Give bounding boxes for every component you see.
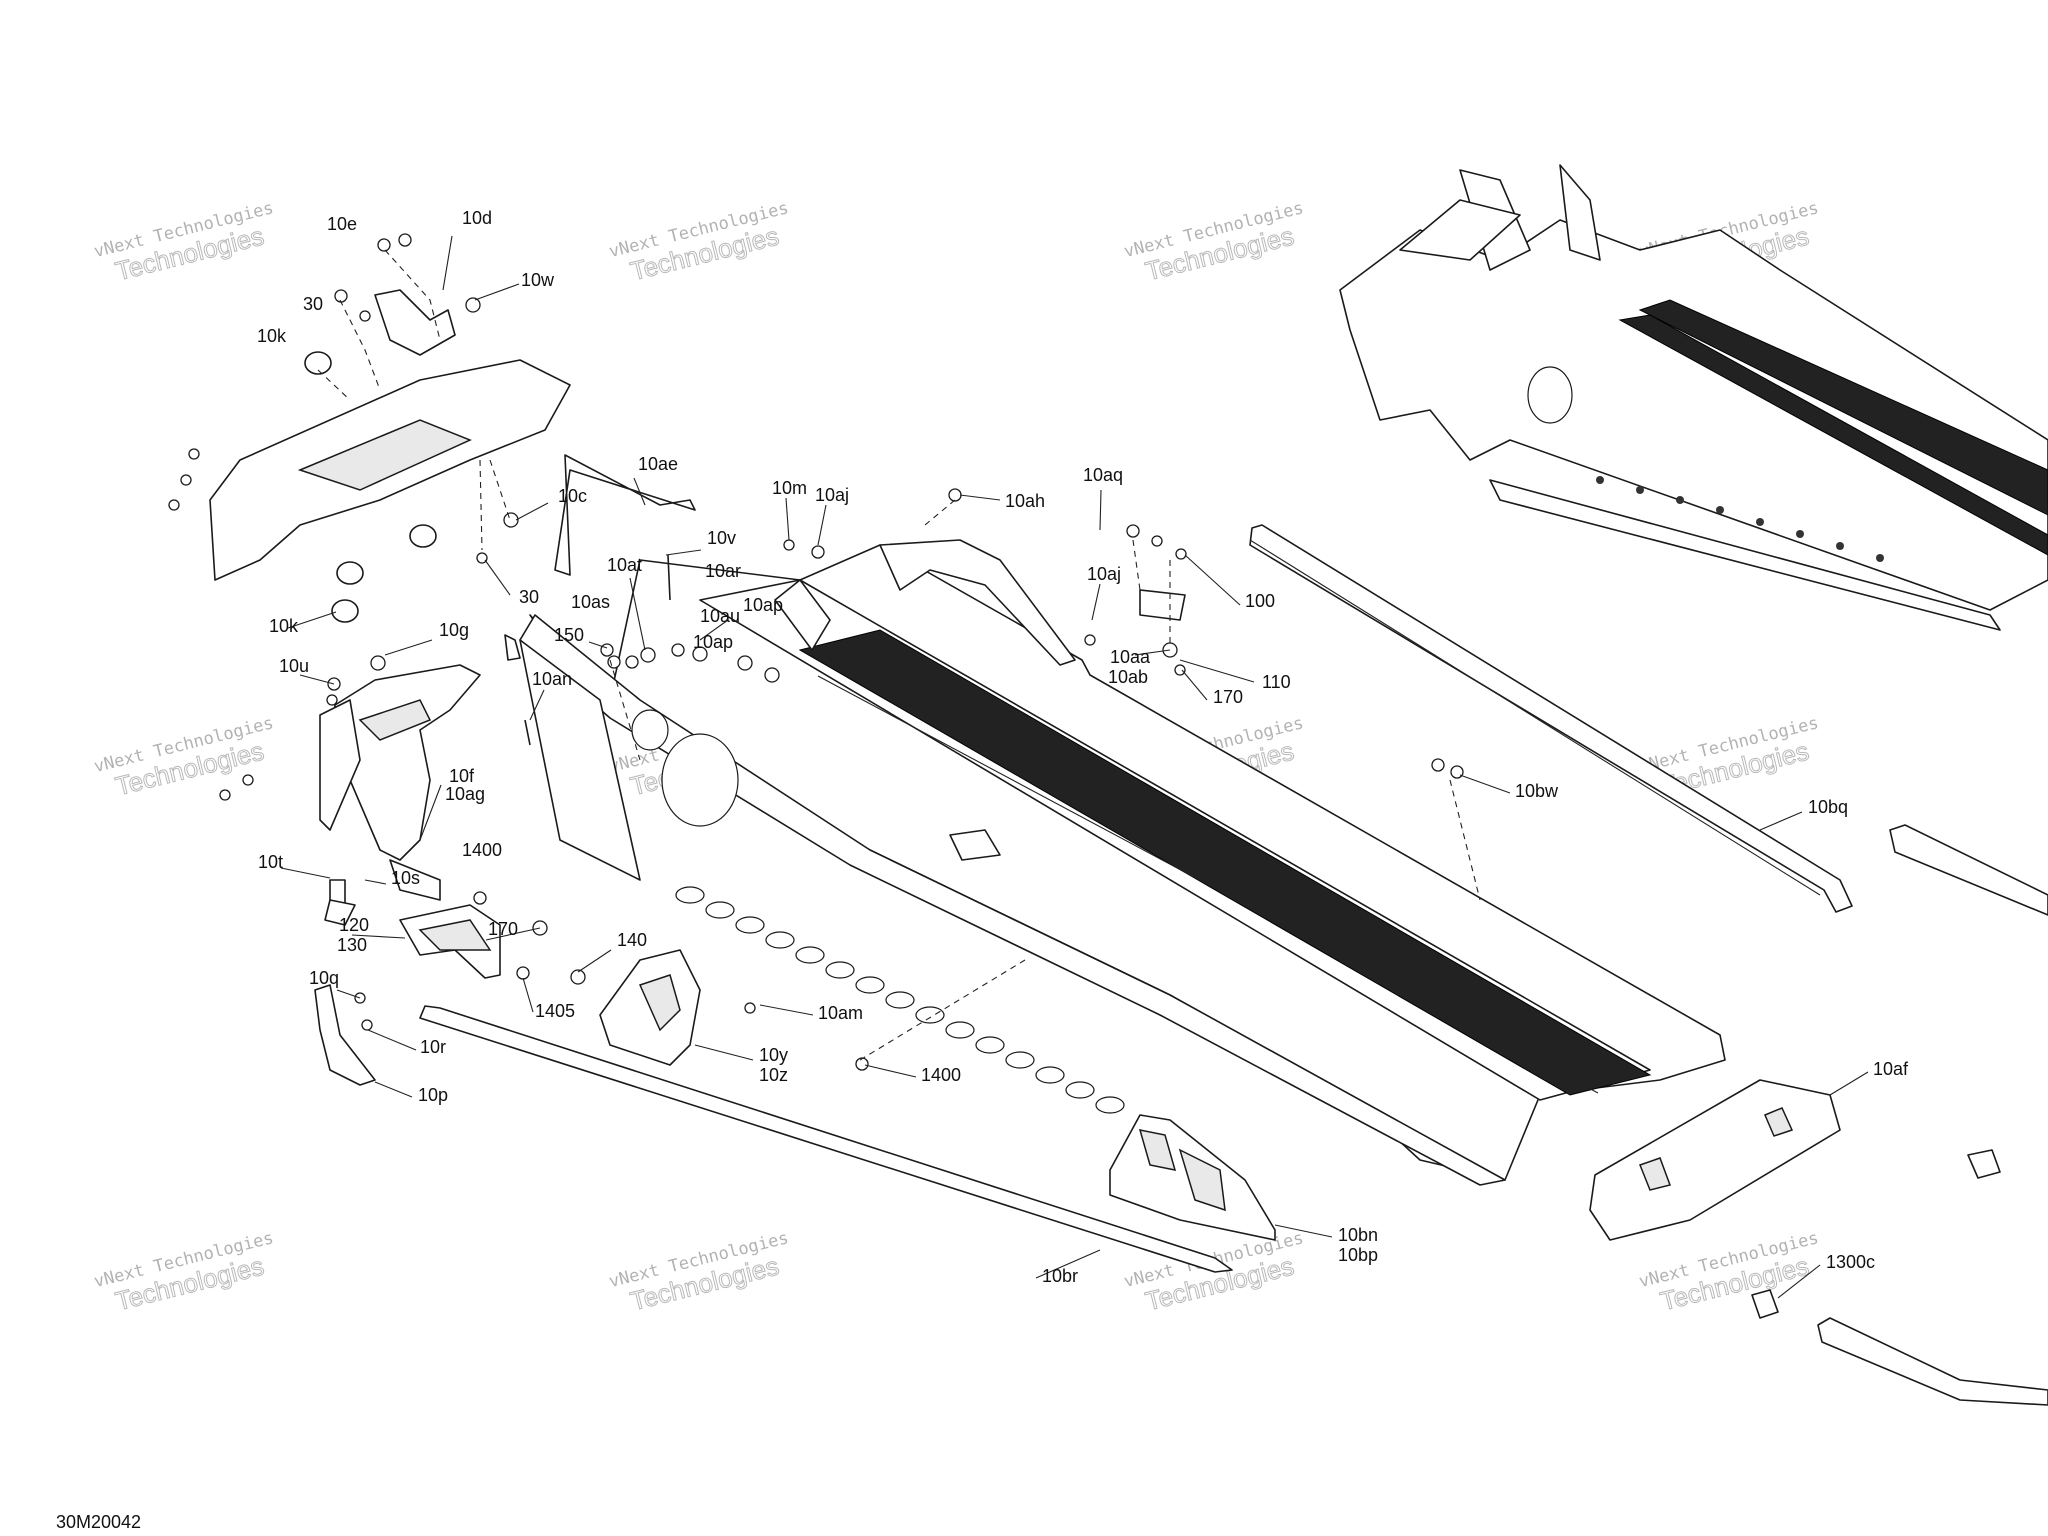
callout-10am: 10am: [818, 1003, 863, 1023]
bracket-10p: [314, 984, 376, 1086]
footrest-130: [399, 904, 501, 979]
callout-1400: 1400: [462, 840, 502, 860]
callout-10bn: 10bn: [1338, 1225, 1378, 1245]
callout-30: 30: [303, 294, 323, 314]
callout-10aa: 10aa: [1110, 647, 1151, 667]
running-board-10br: [419, 1005, 1233, 1273]
callout-10s: 10s: [391, 868, 420, 888]
center-hardware: [354, 454, 1464, 1071]
callout-170: 170: [488, 919, 518, 939]
callout-10at: 10at: [607, 555, 642, 575]
drawing-id: 30M20042: [56, 1512, 142, 1532]
assembled-frame-view: [1339, 164, 2048, 631]
callout-10bq: 10bq: [1808, 797, 1848, 817]
callout-10v: 10v: [707, 528, 736, 548]
callout-30: 30: [519, 587, 539, 607]
callout-10ag: 10ag: [445, 784, 485, 804]
callout-10t: 10t: [258, 852, 283, 872]
callout-10au: 10au: [700, 606, 740, 626]
callout-10p: 10p: [418, 1085, 448, 1105]
callout-10aj: 10aj: [1087, 564, 1121, 584]
callout-10aq: 10aq: [1083, 465, 1123, 485]
callout-10g: 10g: [439, 620, 469, 640]
callout-10ah: 10ah: [1005, 491, 1045, 511]
callout-10aj: 10aj: [815, 485, 849, 505]
gusset-10bn: [1109, 1114, 1276, 1241]
callout-10e: 10e: [327, 214, 357, 234]
callout-10z: 10z: [759, 1065, 788, 1085]
heel-protector-10y: [599, 949, 701, 1066]
callout-10r: 10r: [420, 1037, 446, 1057]
rail-10bq: [1249, 524, 1853, 913]
callout-10y: 10y: [759, 1045, 788, 1065]
rear-bumper-10af: [1589, 1079, 1841, 1241]
leader-lines: [280, 235, 1869, 1299]
callout-10bw: 10bw: [1515, 781, 1559, 801]
callout-10d: 10d: [462, 208, 492, 228]
callout-10k: 10k: [269, 616, 299, 636]
callout-110: 110: [1262, 672, 1291, 692]
callout-10m: 10m: [772, 478, 807, 498]
callout-10ar: 10ar: [705, 561, 741, 581]
callout-150: 150: [554, 625, 584, 645]
clip-1300c: [1751, 1149, 2001, 1319]
callout-10ap: 10ap: [743, 595, 783, 615]
callout-170: 170: [1213, 687, 1243, 707]
callout-10as: 10as: [571, 592, 610, 612]
callout-10an: 10an: [532, 669, 572, 689]
upper-left-bracket: [168, 233, 571, 623]
callout-10c: 10c: [558, 486, 587, 506]
steering-support-bracket: [219, 634, 521, 926]
callout-10ab: 10ab: [1108, 667, 1148, 687]
callout-130: 130: [337, 935, 367, 955]
callout-10u: 10u: [279, 656, 309, 676]
callout-1400: 1400: [921, 1065, 961, 1085]
callout-120: 120: [339, 915, 369, 935]
tunnel-main: [519, 539, 1726, 1186]
callout-10w: 10w: [521, 270, 555, 290]
tunnel-vent-holes: [675, 886, 1125, 1114]
callout-100: 100: [1245, 591, 1275, 611]
callout-10q: 10q: [309, 968, 339, 988]
callout-140: 140: [617, 930, 647, 950]
callout-10ap: 10ap: [693, 632, 733, 652]
callout-10f: 10f: [449, 766, 475, 786]
callout-10af: 10af: [1873, 1059, 1909, 1079]
callout-10k: 10k: [257, 326, 287, 346]
callout-1300c: 1300c: [1826, 1252, 1875, 1272]
slide-rail-right: [1817, 824, 2048, 1406]
callout-10ae: 10ae: [638, 454, 678, 474]
callout-10bp: 10bp: [1338, 1245, 1378, 1265]
callout-10br: 10br: [1042, 1266, 1078, 1286]
callout-1405: 1405: [535, 1001, 575, 1021]
